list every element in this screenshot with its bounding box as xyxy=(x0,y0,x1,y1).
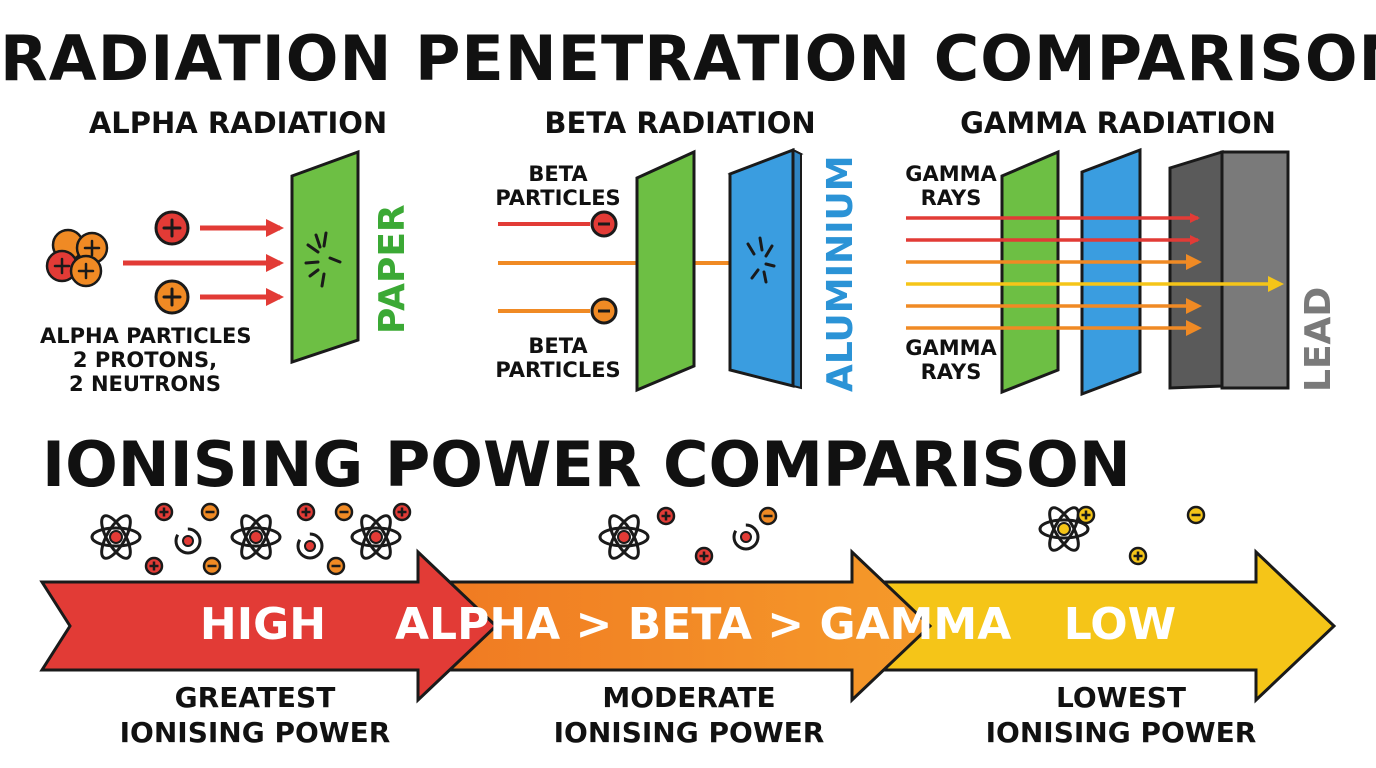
minus-ion-icon xyxy=(200,502,220,522)
moderate-ionising-label: MODERATE IONISING POWER xyxy=(534,680,844,750)
lowest-line-2: IONISING POWER xyxy=(985,716,1257,749)
minus-ion-icon xyxy=(1186,505,1206,525)
plus-ion-icon xyxy=(144,556,164,576)
alpha-arrows xyxy=(123,219,284,306)
alpha-particles-label: ALPHA PARTICLES 2 PROTONS, 2 NEUTRONS xyxy=(40,324,252,396)
ionised-atom-icon xyxy=(732,523,760,551)
beta-label-bottom-line-1: BETA xyxy=(528,334,588,358)
beta-label-top-line-2: PARTICLES xyxy=(495,186,621,210)
beta-minus-ion-icon-top xyxy=(590,210,618,238)
plus-ion-icon xyxy=(154,502,174,522)
beta-particles-label-top: BETA PARTICLES xyxy=(488,162,628,210)
minus-ion-icon xyxy=(334,502,354,522)
order-label: ALPHA > BETA > GAMMA xyxy=(395,599,1012,650)
low-arrow xyxy=(858,548,1337,704)
atom-icon xyxy=(230,510,282,564)
minus-ion-icon xyxy=(326,556,346,576)
moderate-line-1: MODERATE xyxy=(602,681,776,714)
high-label: HIGH xyxy=(199,599,327,650)
gamma-ray-arrows xyxy=(906,213,1284,336)
gamma-rays-label-top: GAMMA RAYS xyxy=(896,162,1006,210)
beta-label-bottom-line-2: PARTICLES xyxy=(495,358,621,382)
greatest-line-1: GREATEST xyxy=(174,681,336,714)
alpha-label-line-3: 2 NEUTRONS xyxy=(69,372,221,396)
lowest-line-1: LOWEST xyxy=(1056,681,1186,714)
high-arrow xyxy=(39,548,499,704)
plus-ion-icon xyxy=(656,506,676,526)
plus-ion-icon xyxy=(1076,505,1096,525)
gamma-label-bottom-line-1: GAMMA xyxy=(905,336,997,360)
alpha-ion-icon-bottom xyxy=(154,279,190,315)
gamma-rays-label-bottom: GAMMA RAYS xyxy=(896,336,1006,384)
ionising-section-title: IONISING POWER COMPARISON xyxy=(42,428,1131,501)
low-label: LOW xyxy=(1063,599,1177,650)
atom-icon xyxy=(350,510,402,564)
plus-ion-icon xyxy=(296,502,316,522)
gamma-label-top-line-1: GAMMA xyxy=(905,162,997,186)
atom-icon xyxy=(90,510,142,564)
impact-burst-icon xyxy=(304,231,342,288)
moderate-arrow xyxy=(434,548,933,704)
plus-ion-icon xyxy=(694,546,714,566)
beta-arrows xyxy=(498,222,756,313)
greatest-ionising-label: GREATEST IONISING POWER xyxy=(100,680,410,750)
ionised-atom-icon xyxy=(174,527,202,555)
beta-panel-title: BETA RADIATION xyxy=(544,106,816,140)
gamma-label-top-line-2: RAYS xyxy=(920,186,982,210)
moderate-line-2: IONISING POWER xyxy=(553,716,825,749)
alpha-label-line-1: ALPHA PARTICLES xyxy=(40,324,252,348)
plus-ion-icon xyxy=(1128,546,1148,566)
minus-ion-icon xyxy=(758,506,778,526)
alpha-ion-icon-top xyxy=(154,210,190,246)
gamma-label-bottom-line-2: RAYS xyxy=(920,360,982,384)
gamma-aluminium-barrier xyxy=(1080,147,1142,397)
paper-barrier xyxy=(290,149,360,365)
beta-paper-barrier xyxy=(635,149,696,393)
plus-ion-icon xyxy=(392,502,412,522)
minus-ion-icon xyxy=(202,556,222,576)
alpha-panel-title: ALPHA RADIATION xyxy=(88,106,388,140)
beta-label-top-line-1: BETA xyxy=(528,162,588,186)
alpha-plus-signs xyxy=(53,239,101,280)
gamma-paper-barrier xyxy=(1000,149,1060,395)
atom-icon xyxy=(598,510,650,564)
page-title: RADIATION PENETRATION COMPARISON xyxy=(0,22,1376,95)
alpha-label-line-2: 2 PROTONS, xyxy=(72,348,218,372)
greatest-line-2: IONISING POWER xyxy=(119,716,391,749)
lowest-ionising-label: LOWEST IONISING POWER xyxy=(966,680,1276,750)
beta-minus-ion-icon-bottom xyxy=(590,297,618,325)
beta-particles-label-bottom: BETA PARTICLES xyxy=(488,334,628,382)
ionised-atom-icon xyxy=(296,532,324,560)
aluminium-barrier xyxy=(727,147,804,390)
gamma-panel-title: GAMMA RADIATION xyxy=(960,106,1276,140)
beta-impact-burst-icon xyxy=(746,236,776,284)
